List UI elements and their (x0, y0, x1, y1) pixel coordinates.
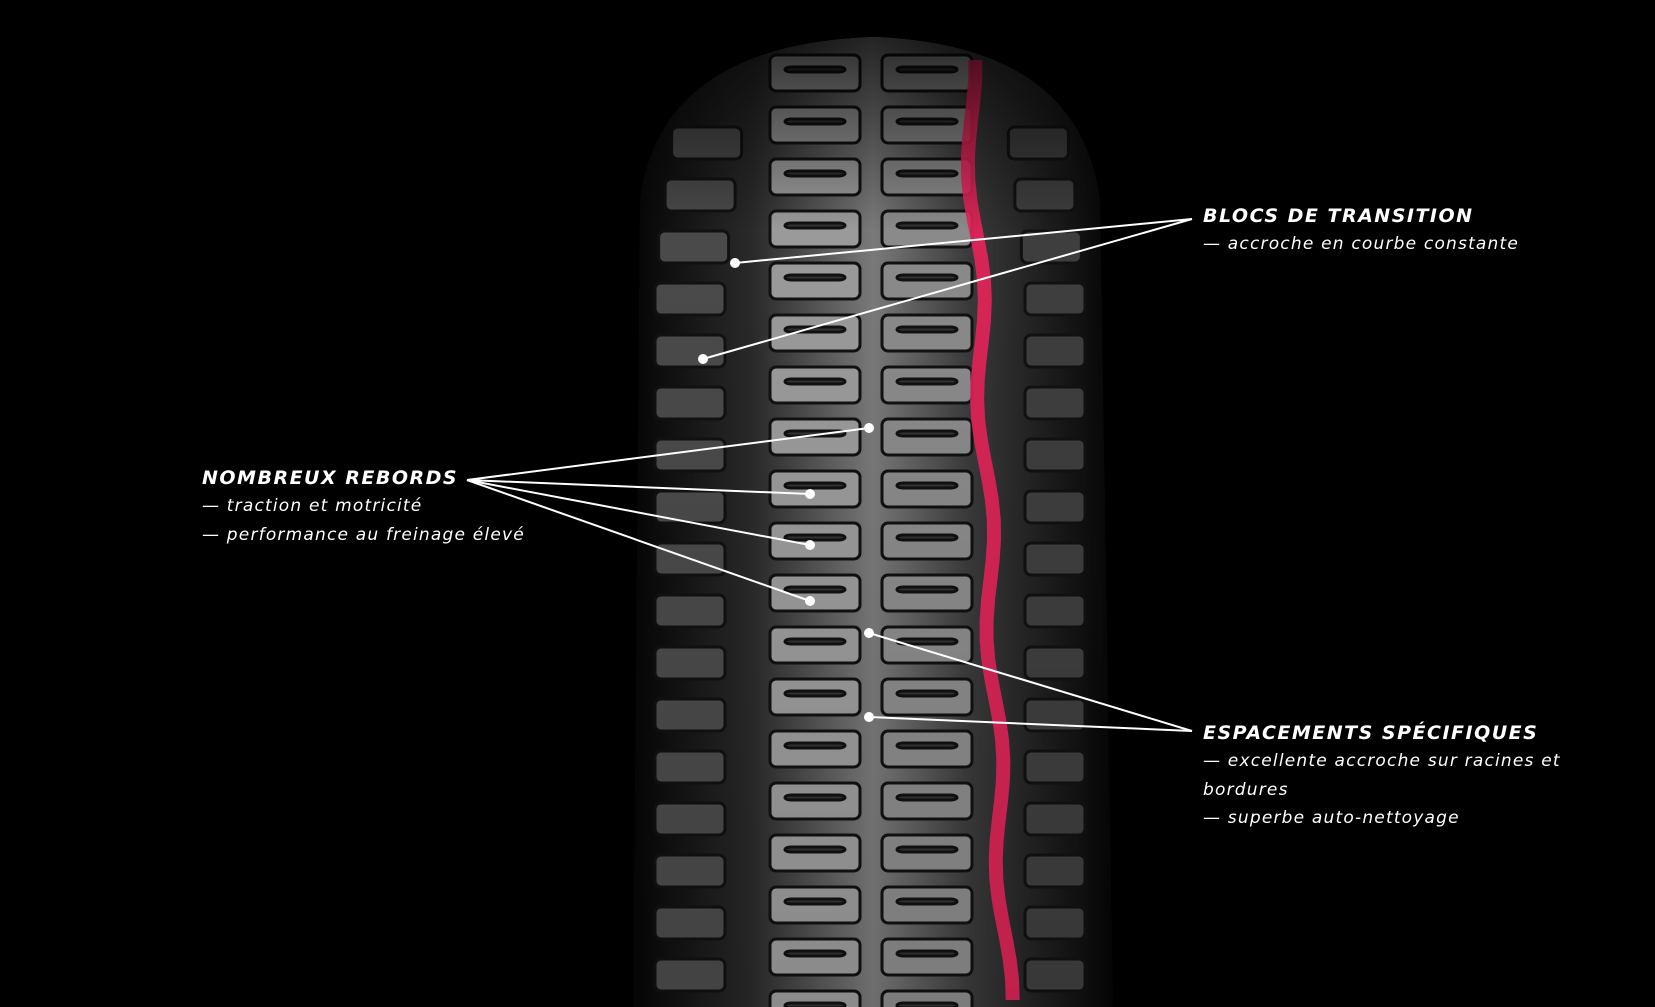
leader-line (466, 479, 811, 546)
callout-title: BLOCS DE TRANSITION (1203, 205, 1474, 227)
callout-title: ESPACEMENTS SPÉCIFIQUES (1203, 722, 1539, 744)
callout-espacements: ESPACEMENTS SPÉCIFIQUES — excellente acc… (1203, 719, 1593, 833)
leader-line (466, 479, 811, 495)
leader-line (868, 632, 1193, 732)
callout-dot (805, 596, 815, 606)
callout-rebords: NOMBREUX REBORDS — traction et motricité… (202, 464, 562, 549)
callout-dot (730, 258, 740, 268)
leader-line (702, 218, 1193, 360)
callout-dot (805, 489, 815, 499)
leader-line (734, 218, 1193, 264)
leader-line (466, 479, 811, 602)
callout-line: — performance au freinage élevé (202, 524, 525, 545)
callout-line: — superbe auto-nettoyage (1203, 808, 1460, 828)
callout-line: — traction et motricité (202, 496, 423, 516)
leader-line (466, 427, 870, 481)
callout-title: NOMBREUX REBORDS (202, 467, 459, 489)
callout-dot (864, 628, 874, 638)
callout-dot (864, 423, 874, 433)
callout-transition: BLOCS DE TRANSITION — accroche en courbe… (1203, 202, 1623, 259)
leader-line (868, 716, 1193, 732)
callout-dot (864, 712, 874, 722)
callout-dot (805, 540, 815, 550)
callout-line: — excellente accroche sur racines et bor… (1203, 751, 1561, 800)
callout-dot (698, 354, 708, 364)
callout-line: — accroche en courbe constante (1203, 234, 1520, 254)
